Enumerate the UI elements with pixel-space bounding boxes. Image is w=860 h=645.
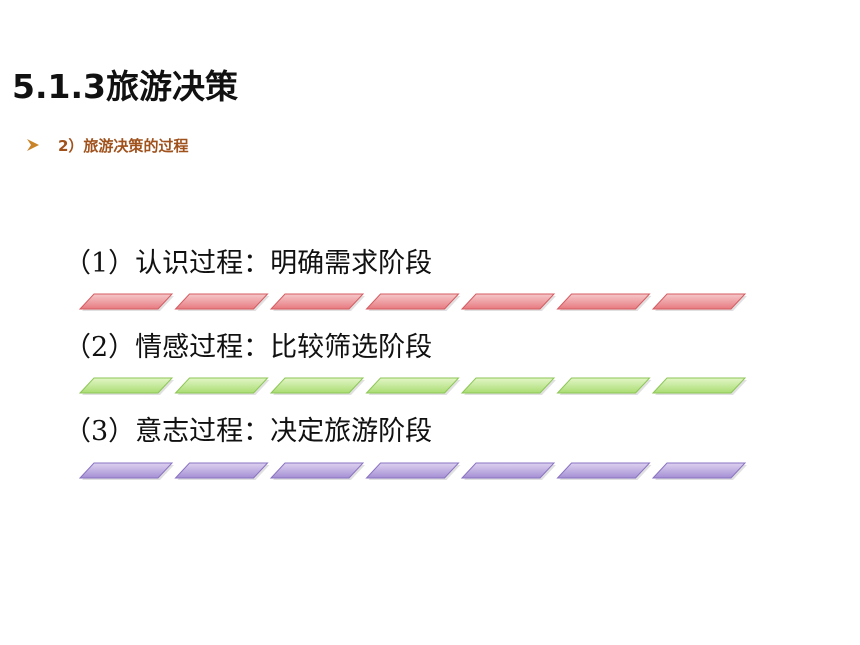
bar-segment bbox=[174, 462, 269, 479]
bar-segment bbox=[556, 377, 651, 394]
stage-2-label: （2）情感过程：比较筛选阶段 bbox=[64, 332, 433, 363]
subheading-text: 2）旅游决策的过程 bbox=[58, 136, 189, 155]
bar-segment bbox=[78, 462, 174, 479]
stage-1-bar bbox=[78, 293, 747, 311]
subheading-bullet: 2）旅游决策的过程 bbox=[26, 134, 188, 156]
bar-segment bbox=[269, 377, 365, 394]
stage-3-bar bbox=[78, 462, 747, 480]
bar-segment bbox=[269, 462, 365, 479]
bar-segment bbox=[460, 377, 556, 394]
bar-segment bbox=[556, 293, 651, 310]
bar-segment bbox=[556, 462, 651, 479]
bar-segment bbox=[365, 377, 460, 394]
bar-segment bbox=[651, 462, 747, 479]
bar-segment bbox=[460, 462, 556, 479]
bar-segment bbox=[365, 462, 460, 479]
bar-segment bbox=[78, 377, 174, 394]
bar-segment bbox=[78, 293, 174, 310]
bar-segment bbox=[269, 293, 365, 310]
bar-segment bbox=[460, 293, 556, 310]
stage-1-label: （1）认识过程：明确需求阶段 bbox=[64, 248, 433, 279]
stage-3-label: （3）意志过程：决定旅游阶段 bbox=[64, 416, 433, 447]
bar-segment bbox=[651, 293, 747, 310]
bar-segment bbox=[174, 293, 269, 310]
stage-2-bar bbox=[78, 377, 747, 395]
arrowhead-bullet-icon bbox=[27, 139, 39, 151]
slide-title: 5.1.3旅游决策 bbox=[12, 67, 238, 106]
bar-segment bbox=[174, 377, 269, 394]
bar-segment bbox=[365, 293, 460, 310]
bar-segment bbox=[651, 377, 747, 394]
